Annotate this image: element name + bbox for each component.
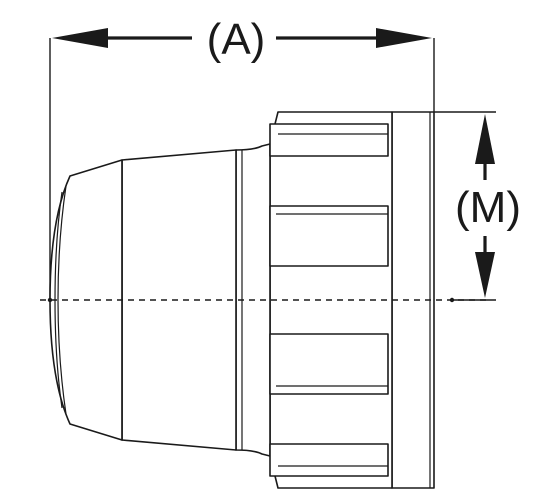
rib-top-face — [269, 123, 389, 157]
dimension-m-arrow-top — [475, 114, 495, 164]
rib-bottom-face — [269, 443, 389, 477]
dimension-m-label: (M) — [455, 183, 521, 232]
center-point-right — [449, 297, 455, 303]
dimension-m: (M) — [434, 111, 521, 301]
center-point-left — [47, 297, 53, 303]
front-dome-highlight — [57, 185, 67, 415]
rib-upper-face — [269, 205, 389, 267]
dimension-a-arrow-left — [52, 28, 108, 48]
dimension-m-arrow-bottom — [475, 252, 495, 298]
dimension-a-label: (A) — [207, 15, 266, 64]
rib-bottom — [269, 443, 389, 477]
rib-lower-face — [269, 333, 389, 395]
rib-upper — [269, 205, 389, 267]
rib-lower — [269, 333, 389, 395]
dimension-a-arrow-right — [376, 28, 432, 48]
rib-top — [269, 123, 389, 157]
dimension-a: (A) — [49, 15, 435, 300]
